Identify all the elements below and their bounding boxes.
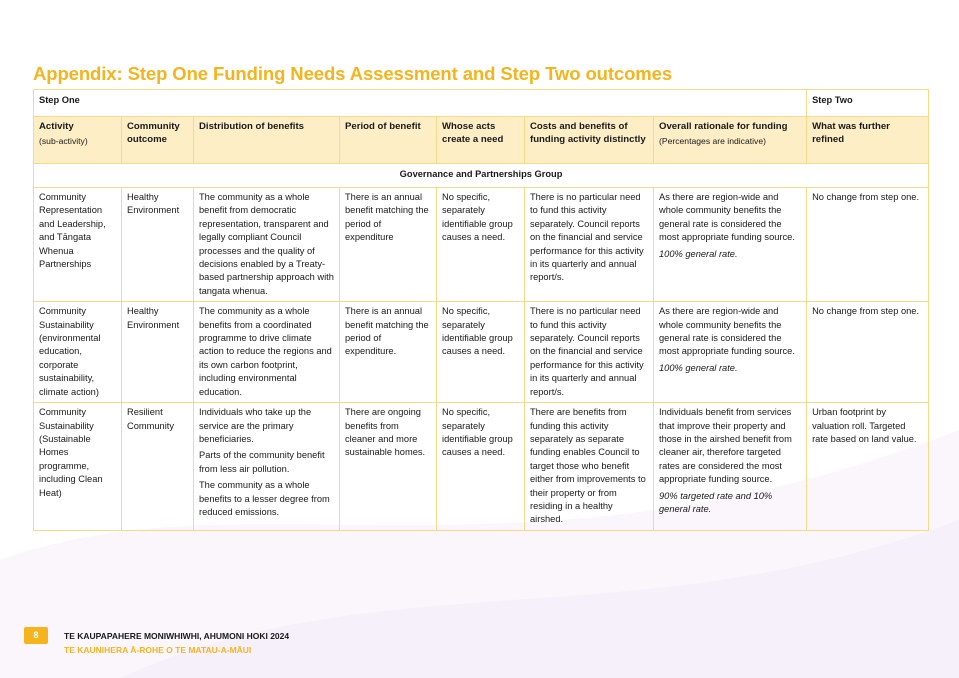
header-activity-sub: (sub-activity): [39, 136, 88, 147]
distribution-text: Parts of the community benefit from less…: [199, 450, 325, 474]
table-row: Community Sustainability (environmental …: [33, 301, 930, 404]
distribution-cell: Individuals who take up the service are …: [193, 402, 340, 531]
footer-organisation: TE KAUNIHERA Ā-ROHE O TE MATAU-A-MĀUI: [64, 645, 252, 655]
distribution-text: Individuals who take up the service are …: [199, 407, 312, 444]
activity-name: Community Sustainability: [39, 306, 94, 330]
header-rationale: Overall rationale for funding (Percentag…: [652, 116, 808, 164]
whose-acts-cell: No specific, separately identifiable gro…: [436, 301, 525, 404]
rationale-percentage: 100% general rate.: [659, 362, 738, 373]
header-costs-benefits: Costs and benefits of funding activity d…: [524, 116, 654, 164]
rationale-text: Individuals benefit from services that i…: [659, 407, 792, 485]
outcome-cell: Healthy Environment: [121, 301, 194, 404]
table-row: Community Sustainability (Sustainable Ho…: [33, 402, 930, 531]
activity-cell: Community Sustainability (Sustainable Ho…: [33, 402, 122, 531]
step-header-row: Step One Step Two: [32, 89, 930, 117]
distribution-text: The community as a whole benefits from a…: [199, 306, 332, 397]
refined-cell: No change from step one.: [806, 186, 930, 303]
header-distribution: Distribution of benefits: [193, 116, 340, 164]
distribution-cell: The community as a whole benefits from a…: [193, 301, 340, 404]
footer-document-title: TE KAUPAPAHERE MONIWHIWHI, AHUMONI HOKI …: [64, 631, 290, 641]
costs-cell: There are benefits from funding this act…: [524, 402, 654, 531]
funding-assessment-table: Step One Step Two Activity (sub-activity…: [32, 89, 930, 531]
header-activity: Activity (sub-activity): [33, 116, 122, 164]
page-number-badge: 8: [24, 627, 48, 644]
header-whose-acts: Whose acts create a need: [436, 116, 525, 164]
activity-sub: (Sustainable Homes programme, including …: [39, 433, 103, 498]
rationale-text: As there are region-wide and whole commu…: [659, 306, 795, 357]
page-title: Appendix: Step One Funding Needs Assessm…: [33, 63, 673, 84]
refined-cell: No change from step one.: [806, 301, 930, 404]
activity-cell: Community Representation and Leadership,…: [33, 186, 122, 303]
costs-cell: There is no particular need to fund this…: [524, 301, 654, 404]
activity-name: Community Sustainability: [39, 407, 94, 431]
table-row: Community Representation and Leadership,…: [33, 186, 930, 303]
rationale-percentage: 90% targeted rate and 10% general rate.: [659, 490, 773, 514]
rationale-text: As there are region-wide and whole commu…: [659, 192, 795, 243]
distribution-text: The community as a whole benefit from de…: [199, 192, 334, 296]
activity-cell: Community Sustainability (environmental …: [33, 301, 122, 404]
refined-cell: Urban footprint by valuation roll. Targe…: [806, 402, 930, 531]
distribution-text: The community as a whole benefits to a l…: [199, 480, 330, 517]
period-cell: There is an annual benefit matching the …: [339, 301, 437, 404]
rationale-cell: As there are region-wide and whole commu…: [652, 186, 808, 303]
rationale-cell: As there are region-wide and whole commu…: [652, 301, 808, 404]
whose-acts-cell: No specific, separately identifiable gro…: [436, 402, 525, 531]
outcome-cell: Healthy Environment: [121, 186, 194, 303]
column-header-row: Activity (sub-activity) Community outcom…: [33, 116, 930, 164]
header-rationale-sub: (Percentages are indicative): [659, 136, 766, 147]
whose-acts-cell: No specific, separately identifiable gro…: [436, 186, 525, 303]
period-cell: There are ongoing benefits from cleaner …: [339, 402, 437, 531]
step-two-label: Step Two: [806, 89, 930, 117]
distribution-cell: The community as a whole benefit from de…: [193, 186, 340, 303]
step-one-label: Step One: [32, 89, 808, 117]
costs-cell: There is no particular need to fund this…: [524, 186, 654, 303]
rationale-cell: Individuals benefit from services that i…: [652, 402, 808, 531]
header-community-outcome: Community outcome: [121, 116, 194, 164]
rationale-percentage: 100% general rate.: [659, 248, 738, 259]
outcome-cell: Resilient Community: [121, 402, 194, 531]
activity-name: Community Representation and Leadership,…: [39, 192, 106, 270]
header-further-refined: What was further refined: [806, 116, 930, 164]
header-period: Period of benefit: [339, 116, 437, 164]
period-cell: There is an annual benefit matching the …: [339, 186, 437, 303]
header-activity-label: Activity: [39, 121, 74, 132]
group-label: Governance and Partnerships Group: [32, 163, 930, 188]
activity-sub: (environmental education, corporate sust…: [39, 333, 101, 397]
group-row: Governance and Partnerships Group: [32, 163, 930, 188]
header-rationale-label: Overall rationale for funding: [659, 121, 788, 132]
